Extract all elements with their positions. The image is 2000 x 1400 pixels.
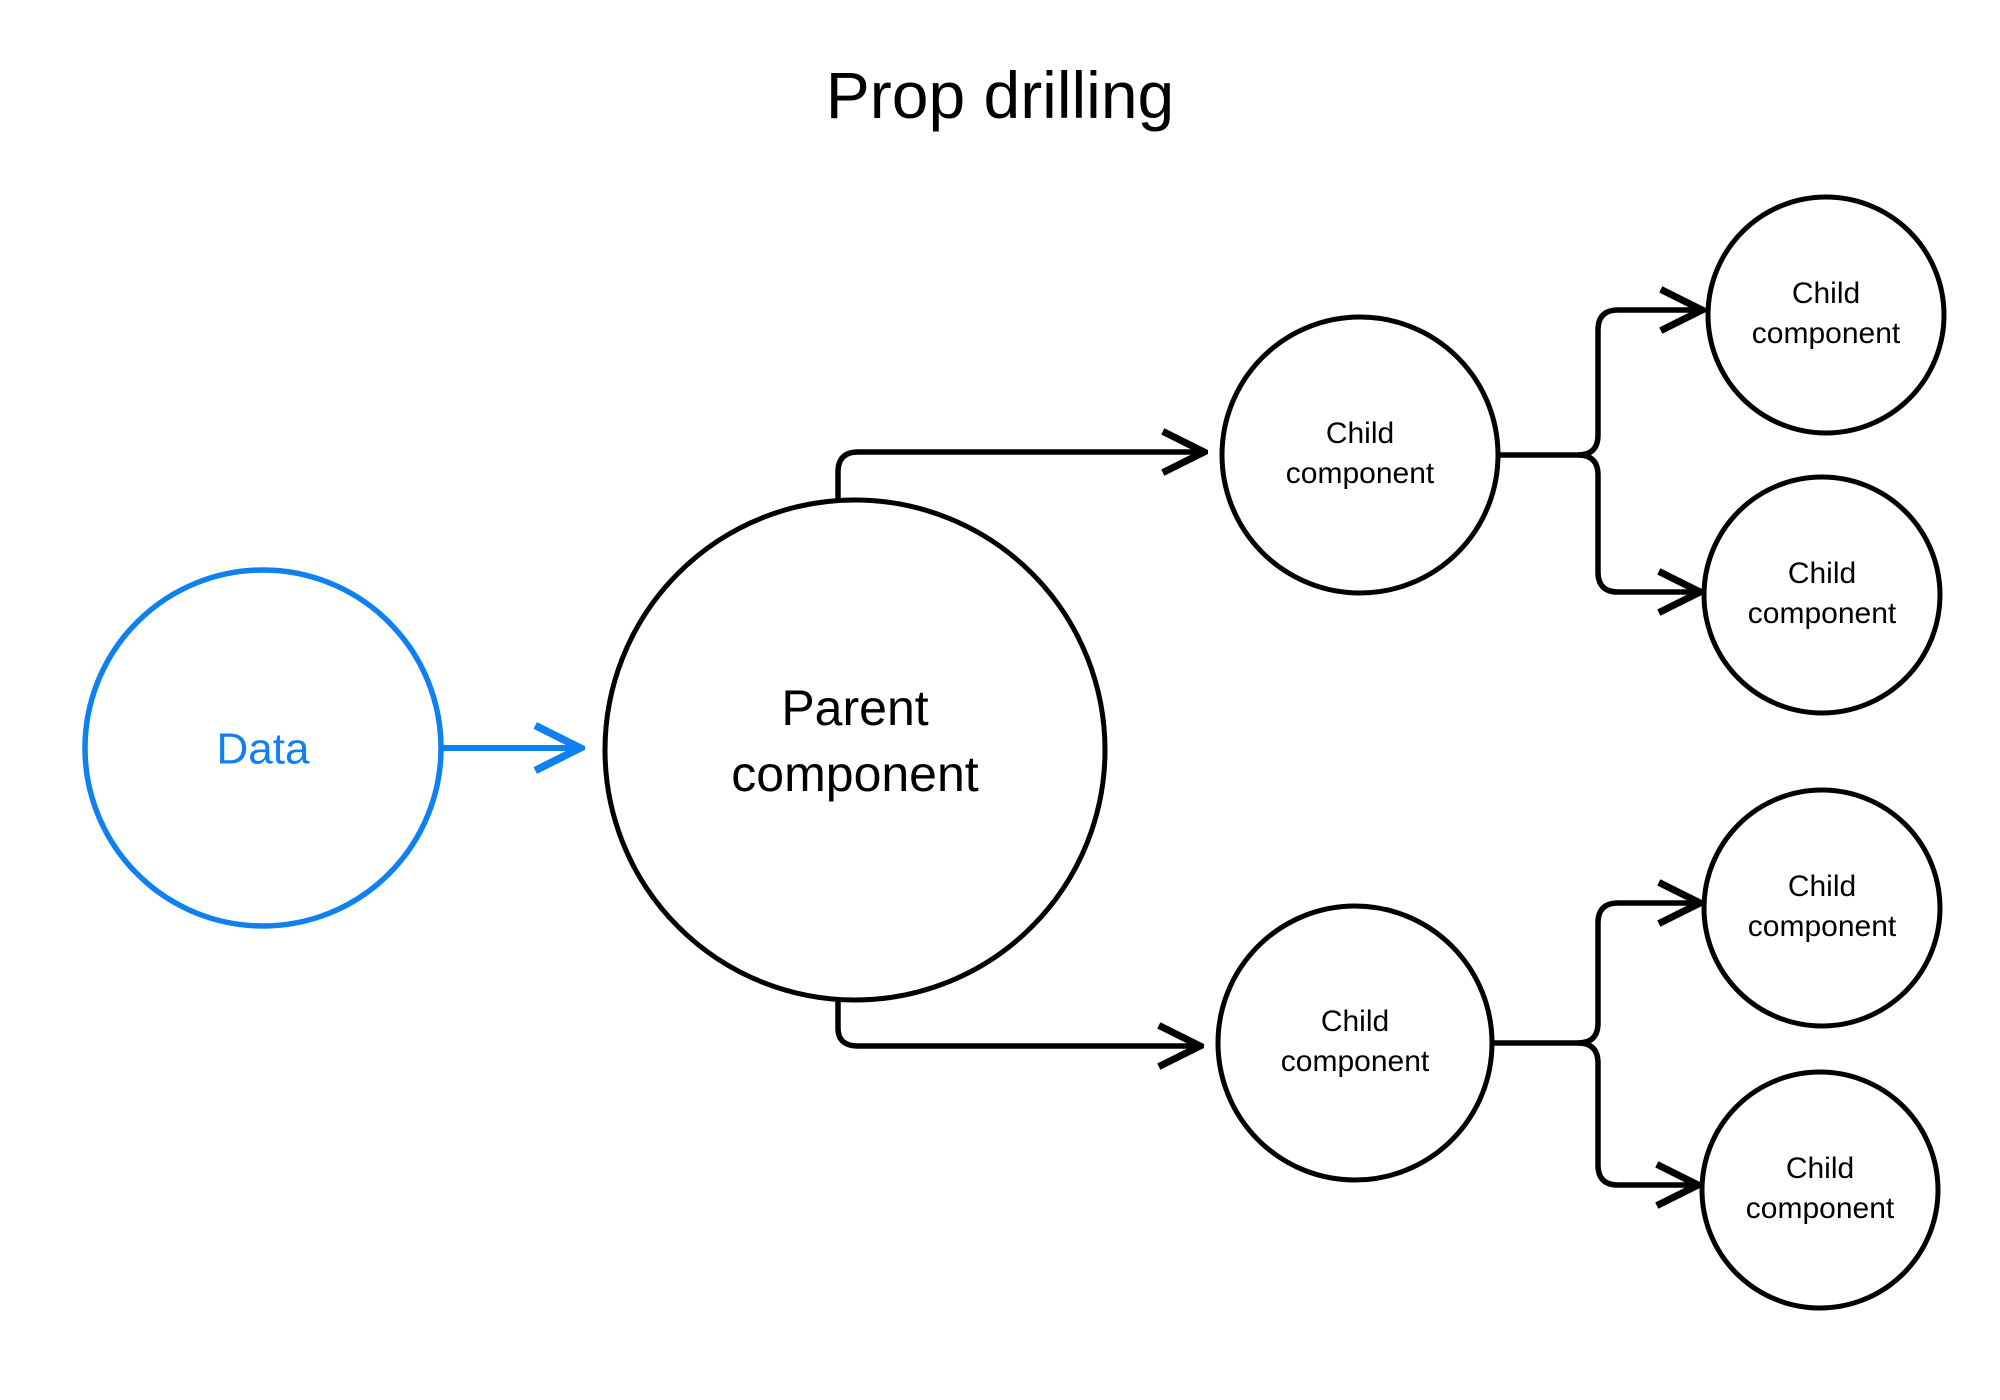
child-component-leaf-1-label-line1: Child xyxy=(1792,277,1860,310)
edge-child-bottom-to-leaf-4 xyxy=(1577,1040,1696,1185)
node-parent-component[interactable]: Parent component xyxy=(602,497,1108,1003)
child-component-top-circle[interactable] xyxy=(1219,314,1501,596)
child-component-leaf-1-label-line2: component xyxy=(1752,317,1901,350)
edge-parent-to-child-top xyxy=(835,452,1202,502)
node-child-component-top[interactable]: Child component xyxy=(1219,314,1501,596)
parent-component-label-line1: Parent xyxy=(781,680,928,736)
child-component-leaf-4-label-line2: component xyxy=(1746,1192,1895,1225)
child-component-top-label-line1: Child xyxy=(1326,417,1394,450)
node-child-component-bottom[interactable]: Child component xyxy=(1215,903,1495,1183)
child-component-leaf-3-label-line1: Child xyxy=(1788,870,1856,903)
parent-component-label-line2: component xyxy=(731,746,978,802)
edge-child-top-to-leaf-2 xyxy=(1577,452,1698,592)
edge-child-bottom-to-leaf-3 xyxy=(1577,903,1698,1046)
child-component-bottom-label-line1: Child xyxy=(1321,1005,1389,1038)
edge-parent-to-child-bottom xyxy=(835,998,1198,1046)
child-component-leaf-2-label-line2: component xyxy=(1748,597,1897,630)
node-child-component-leaf-2[interactable]: Child component xyxy=(1701,474,1943,716)
edge-child-top-to-leaf-1 xyxy=(1577,310,1700,458)
node-data[interactable]: Data xyxy=(82,567,444,929)
child-component-bottom-label-line2: component xyxy=(1281,1045,1430,1078)
child-component-leaf-2-label-line1: Child xyxy=(1788,557,1856,590)
child-component-top-label-line2: component xyxy=(1286,457,1435,490)
node-child-component-leaf-1[interactable]: Child component xyxy=(1705,194,1947,436)
page-title: Prop drilling xyxy=(826,58,1175,132)
parent-component-circle[interactable] xyxy=(602,497,1108,1003)
child-component-bottom-circle[interactable] xyxy=(1215,903,1495,1183)
node-child-component-leaf-3[interactable]: Child component xyxy=(1701,787,1943,1029)
data-label: Data xyxy=(217,725,310,774)
node-child-component-leaf-4[interactable]: Child component xyxy=(1699,1069,1941,1311)
child-component-leaf-3-circle[interactable] xyxy=(1701,787,1943,1029)
child-component-leaf-2-circle[interactable] xyxy=(1701,474,1943,716)
data-circle[interactable] xyxy=(82,567,444,929)
child-component-leaf-3-label-line2: component xyxy=(1748,910,1897,943)
child-component-leaf-4-label-line1: Child xyxy=(1786,1152,1854,1185)
child-component-leaf-4-circle[interactable] xyxy=(1699,1069,1941,1311)
child-component-leaf-1-circle[interactable] xyxy=(1705,194,1947,436)
